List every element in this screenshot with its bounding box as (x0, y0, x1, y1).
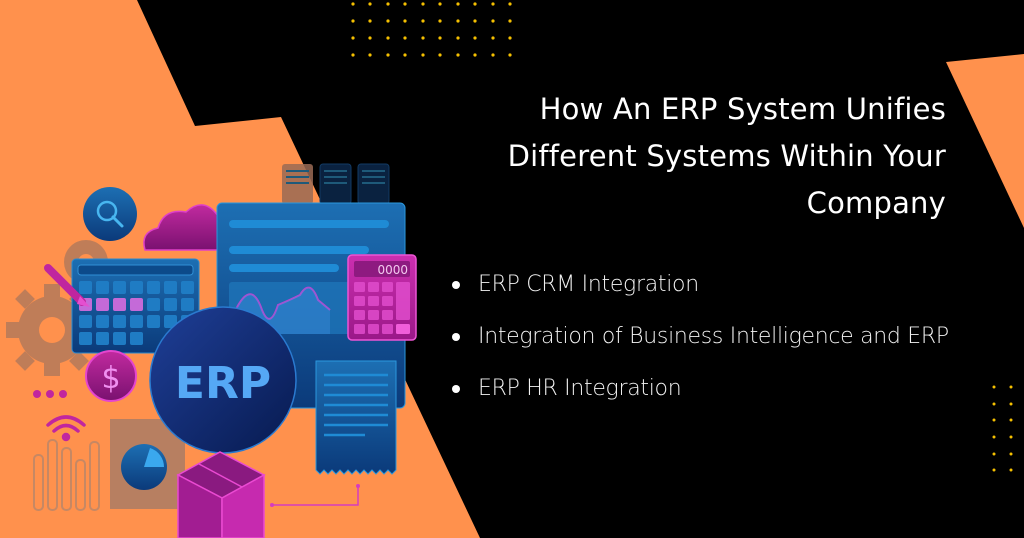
erp-illustration: $ (6, 163, 417, 538)
bullet-label: ERP CRM Integration (478, 272, 699, 297)
title-line-2: Different Systems Within Your (507, 139, 946, 173)
package-box-icon (176, 451, 266, 538)
bullet-dot-icon (452, 281, 460, 289)
calendar-icon (71, 258, 200, 354)
bullet-item: Integration of Business Intelligence and… (452, 318, 949, 370)
more-dots-icon (33, 390, 67, 398)
pencil-icon (44, 264, 90, 307)
bullet-label: Integration of Business Intelligence and… (478, 324, 949, 349)
cloud-icon (143, 204, 219, 251)
orange-shape-right (946, 54, 1024, 228)
bullet-item: ERP CRM Integration (452, 266, 949, 318)
title-line-3: Company (806, 186, 946, 220)
page-title: How An ERP System Unifies Different Syst… (406, 86, 946, 227)
bullet-dot-icon (452, 333, 460, 341)
svg-text:$: $ (101, 361, 120, 396)
dot-grid-top (351, 2, 512, 57)
bullet-item: ERP HR Integration (452, 370, 949, 422)
erp-badge: ERP (149, 306, 297, 454)
bullet-dot-icon (452, 385, 460, 393)
wifi-icon (46, 415, 86, 442)
receipt-icon (270, 360, 397, 507)
bar-chart-icon (33, 439, 100, 511)
search-icon (83, 187, 137, 241)
server-icon (282, 163, 390, 205)
title-line-1: How An ERP System Unifies (539, 92, 946, 126)
svg-text:ERP: ERP (175, 358, 271, 409)
bullet-list: ERP CRM Integration Integration of Busin… (452, 266, 949, 422)
svg-text:0000: 0000 (377, 263, 408, 277)
calculator-icon: 0000 (347, 254, 417, 341)
dot-grid-right (992, 385, 1013, 472)
dollar-icon: $ (85, 350, 137, 402)
pie-chart-icon (121, 444, 167, 490)
bullet-label: ERP HR Integration (478, 376, 682, 401)
